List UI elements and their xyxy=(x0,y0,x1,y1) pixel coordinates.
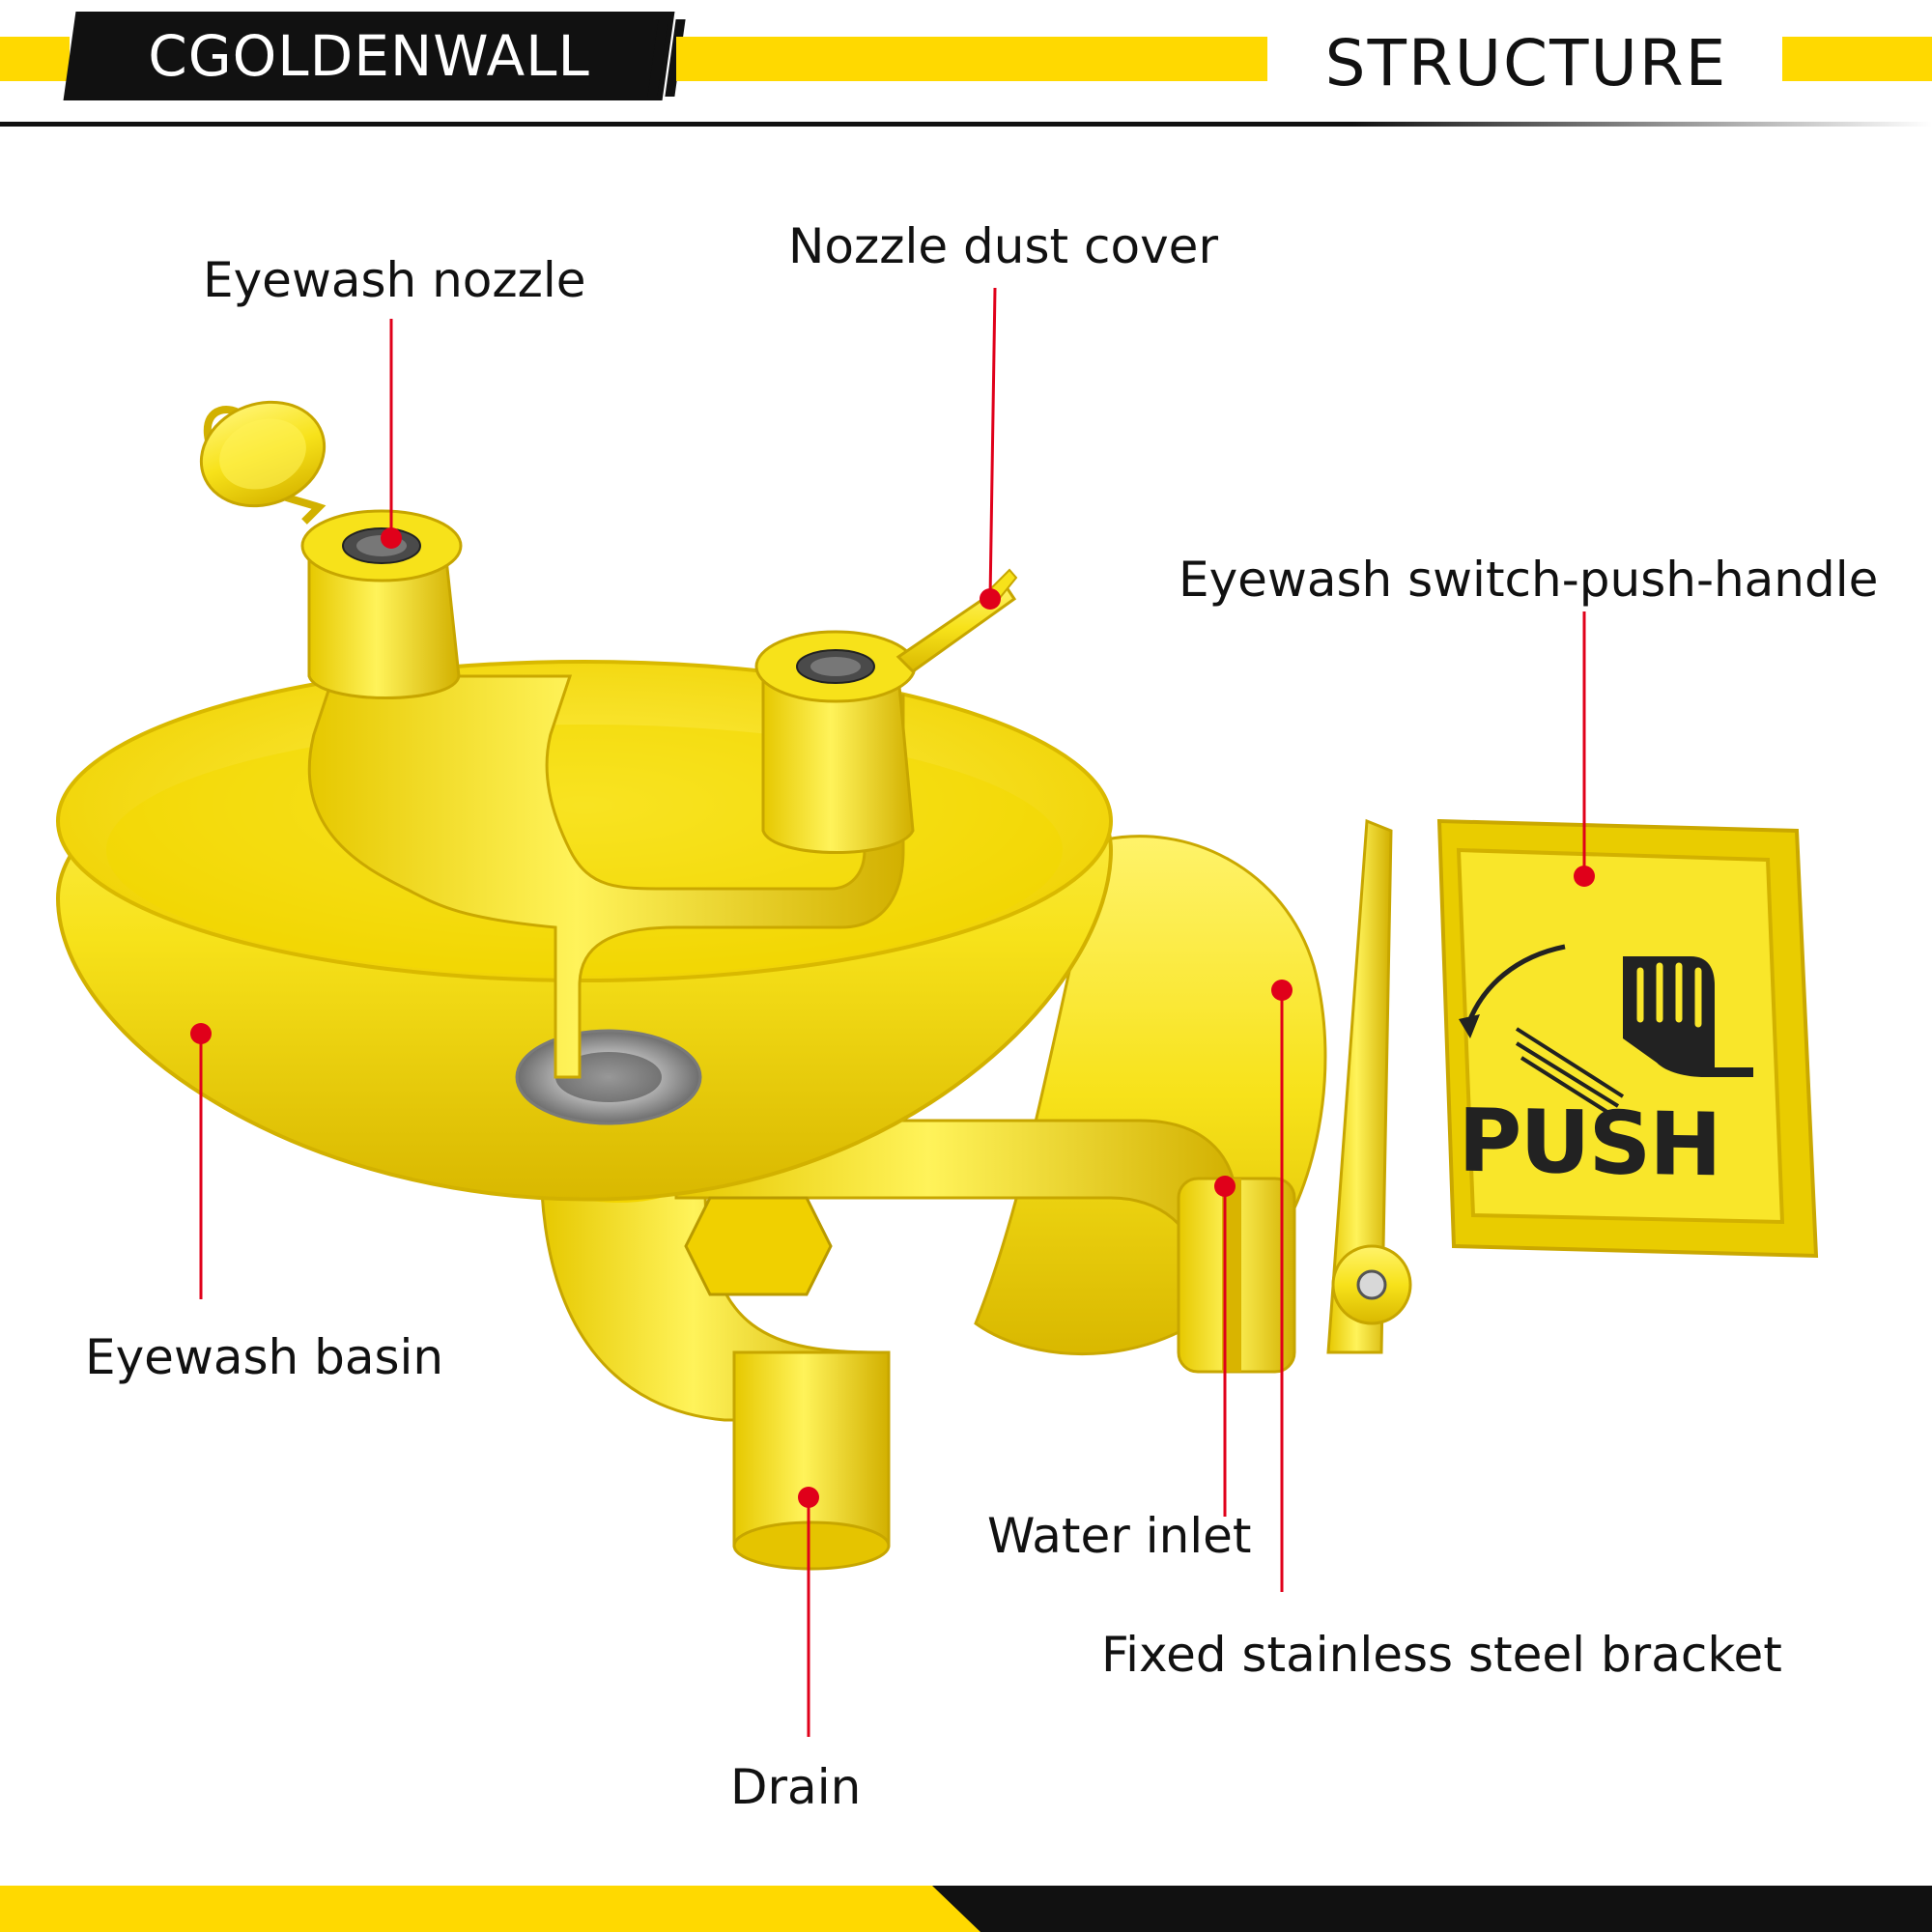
callout-dot-push-handle xyxy=(1574,866,1595,887)
page-title: STRUCTURE xyxy=(1324,25,1728,100)
callout-dot-bracket xyxy=(1271,980,1293,1001)
leader-line-nozzle-dust-cover xyxy=(988,287,997,600)
callout-dot-drain xyxy=(798,1487,819,1508)
footer-stripe xyxy=(0,1886,1932,1932)
callout-dot-water-inlet xyxy=(1214,1176,1236,1197)
hand-push-icon xyxy=(1515,956,1753,1118)
header-rule xyxy=(0,122,1932,127)
eyewash-nozzle-right xyxy=(754,630,917,854)
nozzle-manifold xyxy=(307,674,905,1079)
header-yellow-stripe-left xyxy=(0,37,70,81)
label-eyewash-nozzle: Eyewash nozzle xyxy=(203,252,586,308)
header-bar: CGOLDENWALL STRUCTURE xyxy=(0,0,1932,135)
water-pipe xyxy=(674,1119,1296,1374)
push-handle-lever xyxy=(1326,818,1412,1354)
callout-dot-nozzle-dust-cover xyxy=(980,588,1001,610)
eyewash-nozzle-left xyxy=(300,509,463,699)
label-eyewash-basin: Eyewash basin xyxy=(85,1329,444,1385)
label-nozzle-dust-cover: Nozzle dust cover xyxy=(788,218,1218,274)
header-yellow-stripe-middle xyxy=(676,37,1267,81)
label-water-inlet: Water inlet xyxy=(987,1508,1252,1564)
callout-dot-eyewash-basin xyxy=(190,1023,212,1044)
nozzle-dust-cover-left xyxy=(199,400,327,525)
header-yellow-stripe-right xyxy=(1782,37,1932,81)
label-push-handle: Eyewash switch-push-handle xyxy=(1179,552,1879,608)
callout-dot-eyewash-nozzle xyxy=(381,527,402,549)
push-sign-artwork xyxy=(1459,944,1753,1118)
brand-name: CGOLDENWALL xyxy=(148,23,590,89)
label-drain: Drain xyxy=(730,1759,862,1815)
rotation-arrow-icon xyxy=(1465,944,1566,1025)
label-bracket: Fixed stainless steel bracket xyxy=(1101,1627,1782,1683)
